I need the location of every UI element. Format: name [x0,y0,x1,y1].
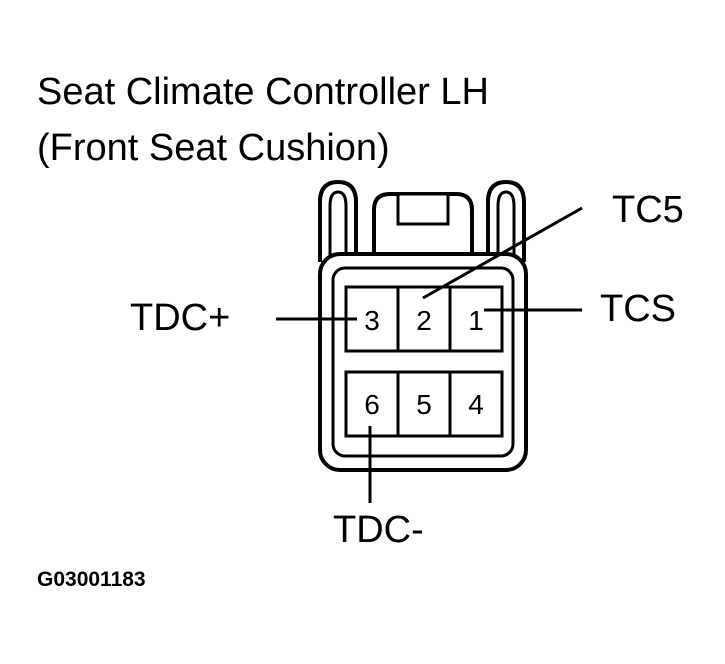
pin-row-bottom [344,370,504,438]
connector-housing-inner [331,266,515,458]
pin-4-label: 4 [468,389,484,420]
leader-tc5 [422,206,583,300]
terminal-label-tcs: TCS [600,288,676,330]
connector-right-latch [486,179,526,262]
pin-1-label: 1 [468,305,484,336]
terminal-label-tc5: TC5 [612,189,684,231]
connector-left-latch [318,179,358,262]
pin-5-label: 5 [416,389,432,420]
terminal-label-tdc-plus: TDC+ [130,297,231,339]
figure-code: G03001183 [37,568,146,591]
connector-lock-tab [396,192,450,226]
terminal-label-tdc-minus: TDC- [333,509,424,551]
diagram-title-line-2: (Front Seat Cushion) [37,127,390,169]
pin-2-label: 2 [416,305,432,336]
diagram-title-line-1: Seat Climate Controller LH [37,71,489,113]
pin-6-label: 6 [364,389,380,420]
pin-3-label: 3 [364,305,380,336]
